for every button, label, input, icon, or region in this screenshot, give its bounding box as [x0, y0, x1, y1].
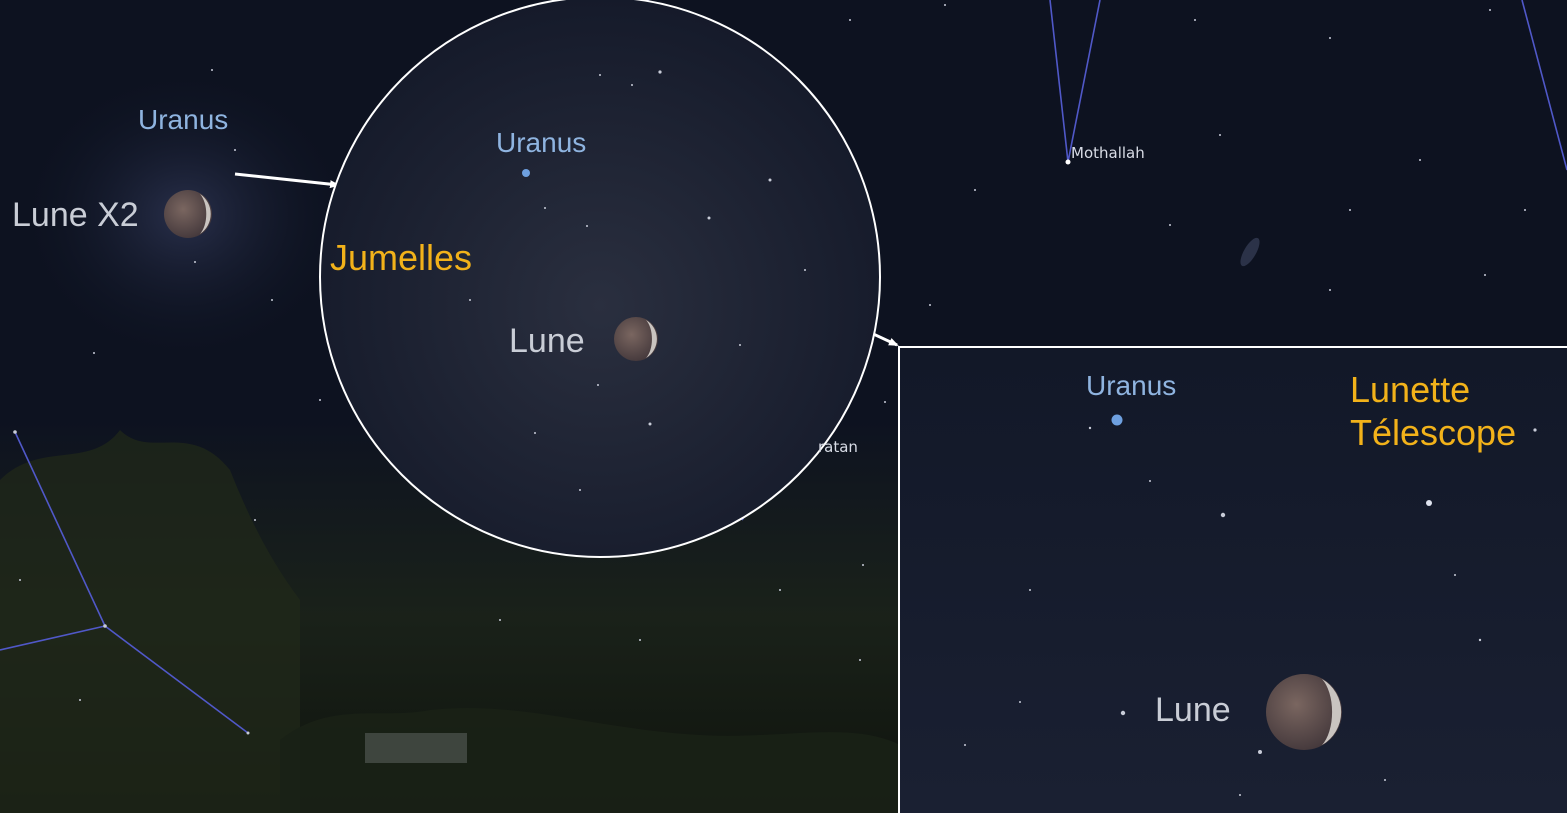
- binoculars-title: Jumelles: [330, 237, 473, 278]
- star-field: [13, 4, 1526, 735]
- building-silhouette: [365, 733, 467, 763]
- uranus-label-telescope: Uranus: [1086, 370, 1177, 401]
- star-label-partial: ratan: [818, 438, 858, 456]
- binoculars-field: [319, 0, 881, 558]
- uranus-dot-telescope: [1111, 414, 1123, 426]
- uranus-label-binoculars: Uranus: [496, 127, 587, 158]
- telescope-border: [898, 346, 1567, 813]
- arrow-naked-eye-to-binoculars: [234, 172, 340, 189]
- telescope-field: [899, 347, 1567, 813]
- moon-label-naked-eye: Lune X2: [12, 196, 139, 234]
- moon-telescope: [1266, 674, 1342, 750]
- star-label-mothallah: Mothallah: [1071, 144, 1145, 162]
- galaxy-smudge: [1240, 237, 1260, 267]
- moon-label-binoculars: Lune: [509, 322, 585, 360]
- telescope-stars: [964, 426, 1537, 796]
- tree-silhouette: [0, 430, 300, 813]
- moon-naked-eye: [164, 190, 212, 238]
- moon-binoculars: [614, 317, 658, 361]
- uranus-dot-binoculars: [522, 169, 530, 177]
- telescope-title-line2: Télescope: [1350, 412, 1517, 454]
- telescope-title: Lunette Télescope: [1350, 368, 1516, 454]
- moon-label-telescope: Lune: [1155, 691, 1231, 729]
- uranus-label-naked-eye: Uranus: [138, 104, 229, 135]
- telescope-title-line1: Lunette: [1350, 369, 1471, 410]
- binoculars-stars: [469, 70, 806, 491]
